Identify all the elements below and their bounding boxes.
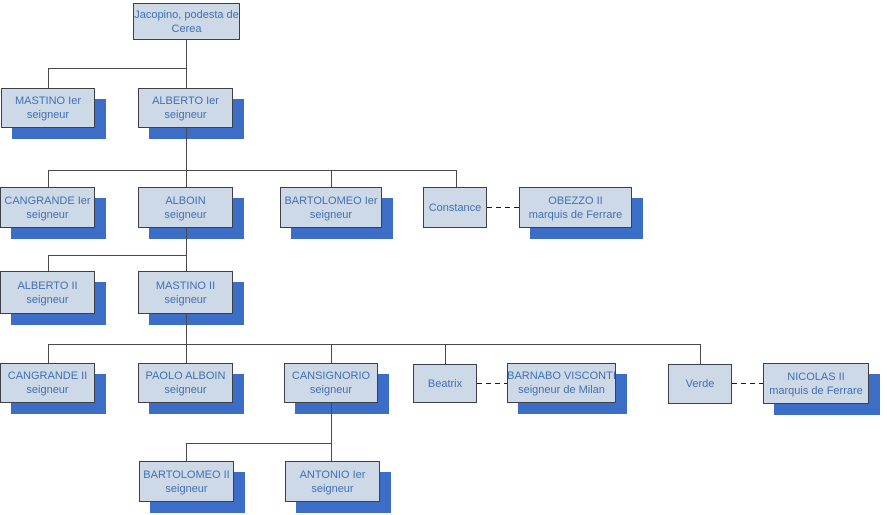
- person-node-constance: Constance: [423, 187, 487, 228]
- person-node-cangrande-2: CANGRANDE II seigneur: [0, 363, 95, 403]
- person-node-label: CANGRANDE II: [7, 370, 88, 382]
- descent-line: [48, 344, 701, 345]
- descent-line: [186, 443, 332, 444]
- person-node-label: seigneur: [164, 109, 207, 121]
- descent-line: [186, 228, 187, 256]
- descent-line: [700, 344, 701, 365]
- descent-line: [445, 344, 446, 365]
- person-node-cansignorio: CANSIGNORIO seigneur: [284, 363, 378, 403]
- marriage-dashed-line: [732, 383, 763, 384]
- marriage-dashed-line: [487, 207, 519, 208]
- descent-line: [331, 403, 332, 444]
- descent-line: [48, 170, 457, 171]
- person-node-label: seigneur: [164, 293, 207, 306]
- descent-line: [186, 128, 187, 171]
- person-node-label: seigneur: [26, 109, 70, 121]
- person-node-label: seigneur: [311, 482, 354, 495]
- person-node-label: OBEZZO II: [548, 194, 603, 207]
- person-node-barnabo-visconti: BARNABO VISCONTI seigneur de Milan: [507, 363, 616, 403]
- descent-line: [48, 255, 187, 256]
- person-node-label: seigneur: [26, 293, 69, 306]
- person-node-label: seigneur: [309, 208, 353, 221]
- person-node-label: Beatrix: [427, 377, 463, 390]
- person-node-label: ANTONIO Ier: [299, 468, 366, 481]
- person-node-label: PAOLO ALBOIN: [145, 370, 226, 382]
- descent-line: [186, 443, 187, 462]
- person-node-label: BARNABO VISCONTI: [507, 370, 616, 382]
- descent-line: [456, 170, 457, 188]
- person-node-label: MASTINO II: [155, 279, 216, 292]
- person-node-label: seigneur: [164, 208, 207, 221]
- person-node-label: CANGRANDE Ier: [4, 194, 91, 207]
- person-node-label: seigneur: [165, 482, 208, 495]
- person-node-label: seigneur: [309, 384, 353, 396]
- person-node-label: marquis de Ferrare: [769, 384, 863, 397]
- person-node-paolo-alboin: PAOLO ALBOIN seigneur: [138, 363, 233, 403]
- person-node-mastino-1: MASTINO Ier seigneur: [1, 88, 95, 128]
- person-node-label: Jacopino, podesta de: [134, 8, 239, 21]
- person-node-label: BARTOLOMEO Ier: [284, 194, 378, 207]
- person-node-label: ALBERTO II: [17, 279, 78, 292]
- descent-line: [186, 40, 187, 69]
- descent-line: [331, 443, 332, 462]
- person-node-label: seigneur de Milan: [518, 384, 605, 396]
- descent-line: [48, 255, 49, 272]
- person-node-label: BARTOLOMEO II: [143, 468, 230, 481]
- descent-line: [186, 255, 187, 272]
- descent-line: [48, 68, 49, 89]
- person-node-label: Verde: [685, 378, 715, 390]
- person-node-alberto-1: ALBERTO Ier seigneur: [138, 88, 233, 128]
- descent-line: [48, 170, 49, 188]
- person-node-label: NICOLAS II: [787, 370, 845, 383]
- descent-line: [331, 344, 332, 364]
- person-node-beatrix: Beatrix: [413, 364, 477, 403]
- person-node-label: seigneur: [26, 384, 69, 396]
- person-node-verde: Verde: [668, 364, 732, 404]
- person-node-label: seigneur: [164, 384, 207, 396]
- person-node-label: MASTINO Ier: [14, 95, 81, 107]
- person-node-label: ALBERTO Ier: [152, 95, 219, 107]
- person-node-label: CANSIGNORIO: [291, 370, 371, 382]
- person-node-label: seigneur: [26, 208, 69, 221]
- descent-line: [186, 68, 187, 89]
- person-node-label: marquis de Ferrare: [528, 208, 623, 221]
- person-node-label: ALBOIN: [165, 194, 206, 207]
- descent-line: [186, 314, 187, 345]
- descent-line: [48, 344, 49, 364]
- descent-line: [48, 68, 187, 69]
- descent-line: [186, 170, 187, 188]
- marriage-dashed-line: [477, 383, 507, 384]
- person-node-label: Constance: [428, 201, 482, 214]
- person-node-label: Cerea: [171, 22, 202, 35]
- descent-line: [331, 170, 332, 188]
- descent-line: [186, 344, 187, 364]
